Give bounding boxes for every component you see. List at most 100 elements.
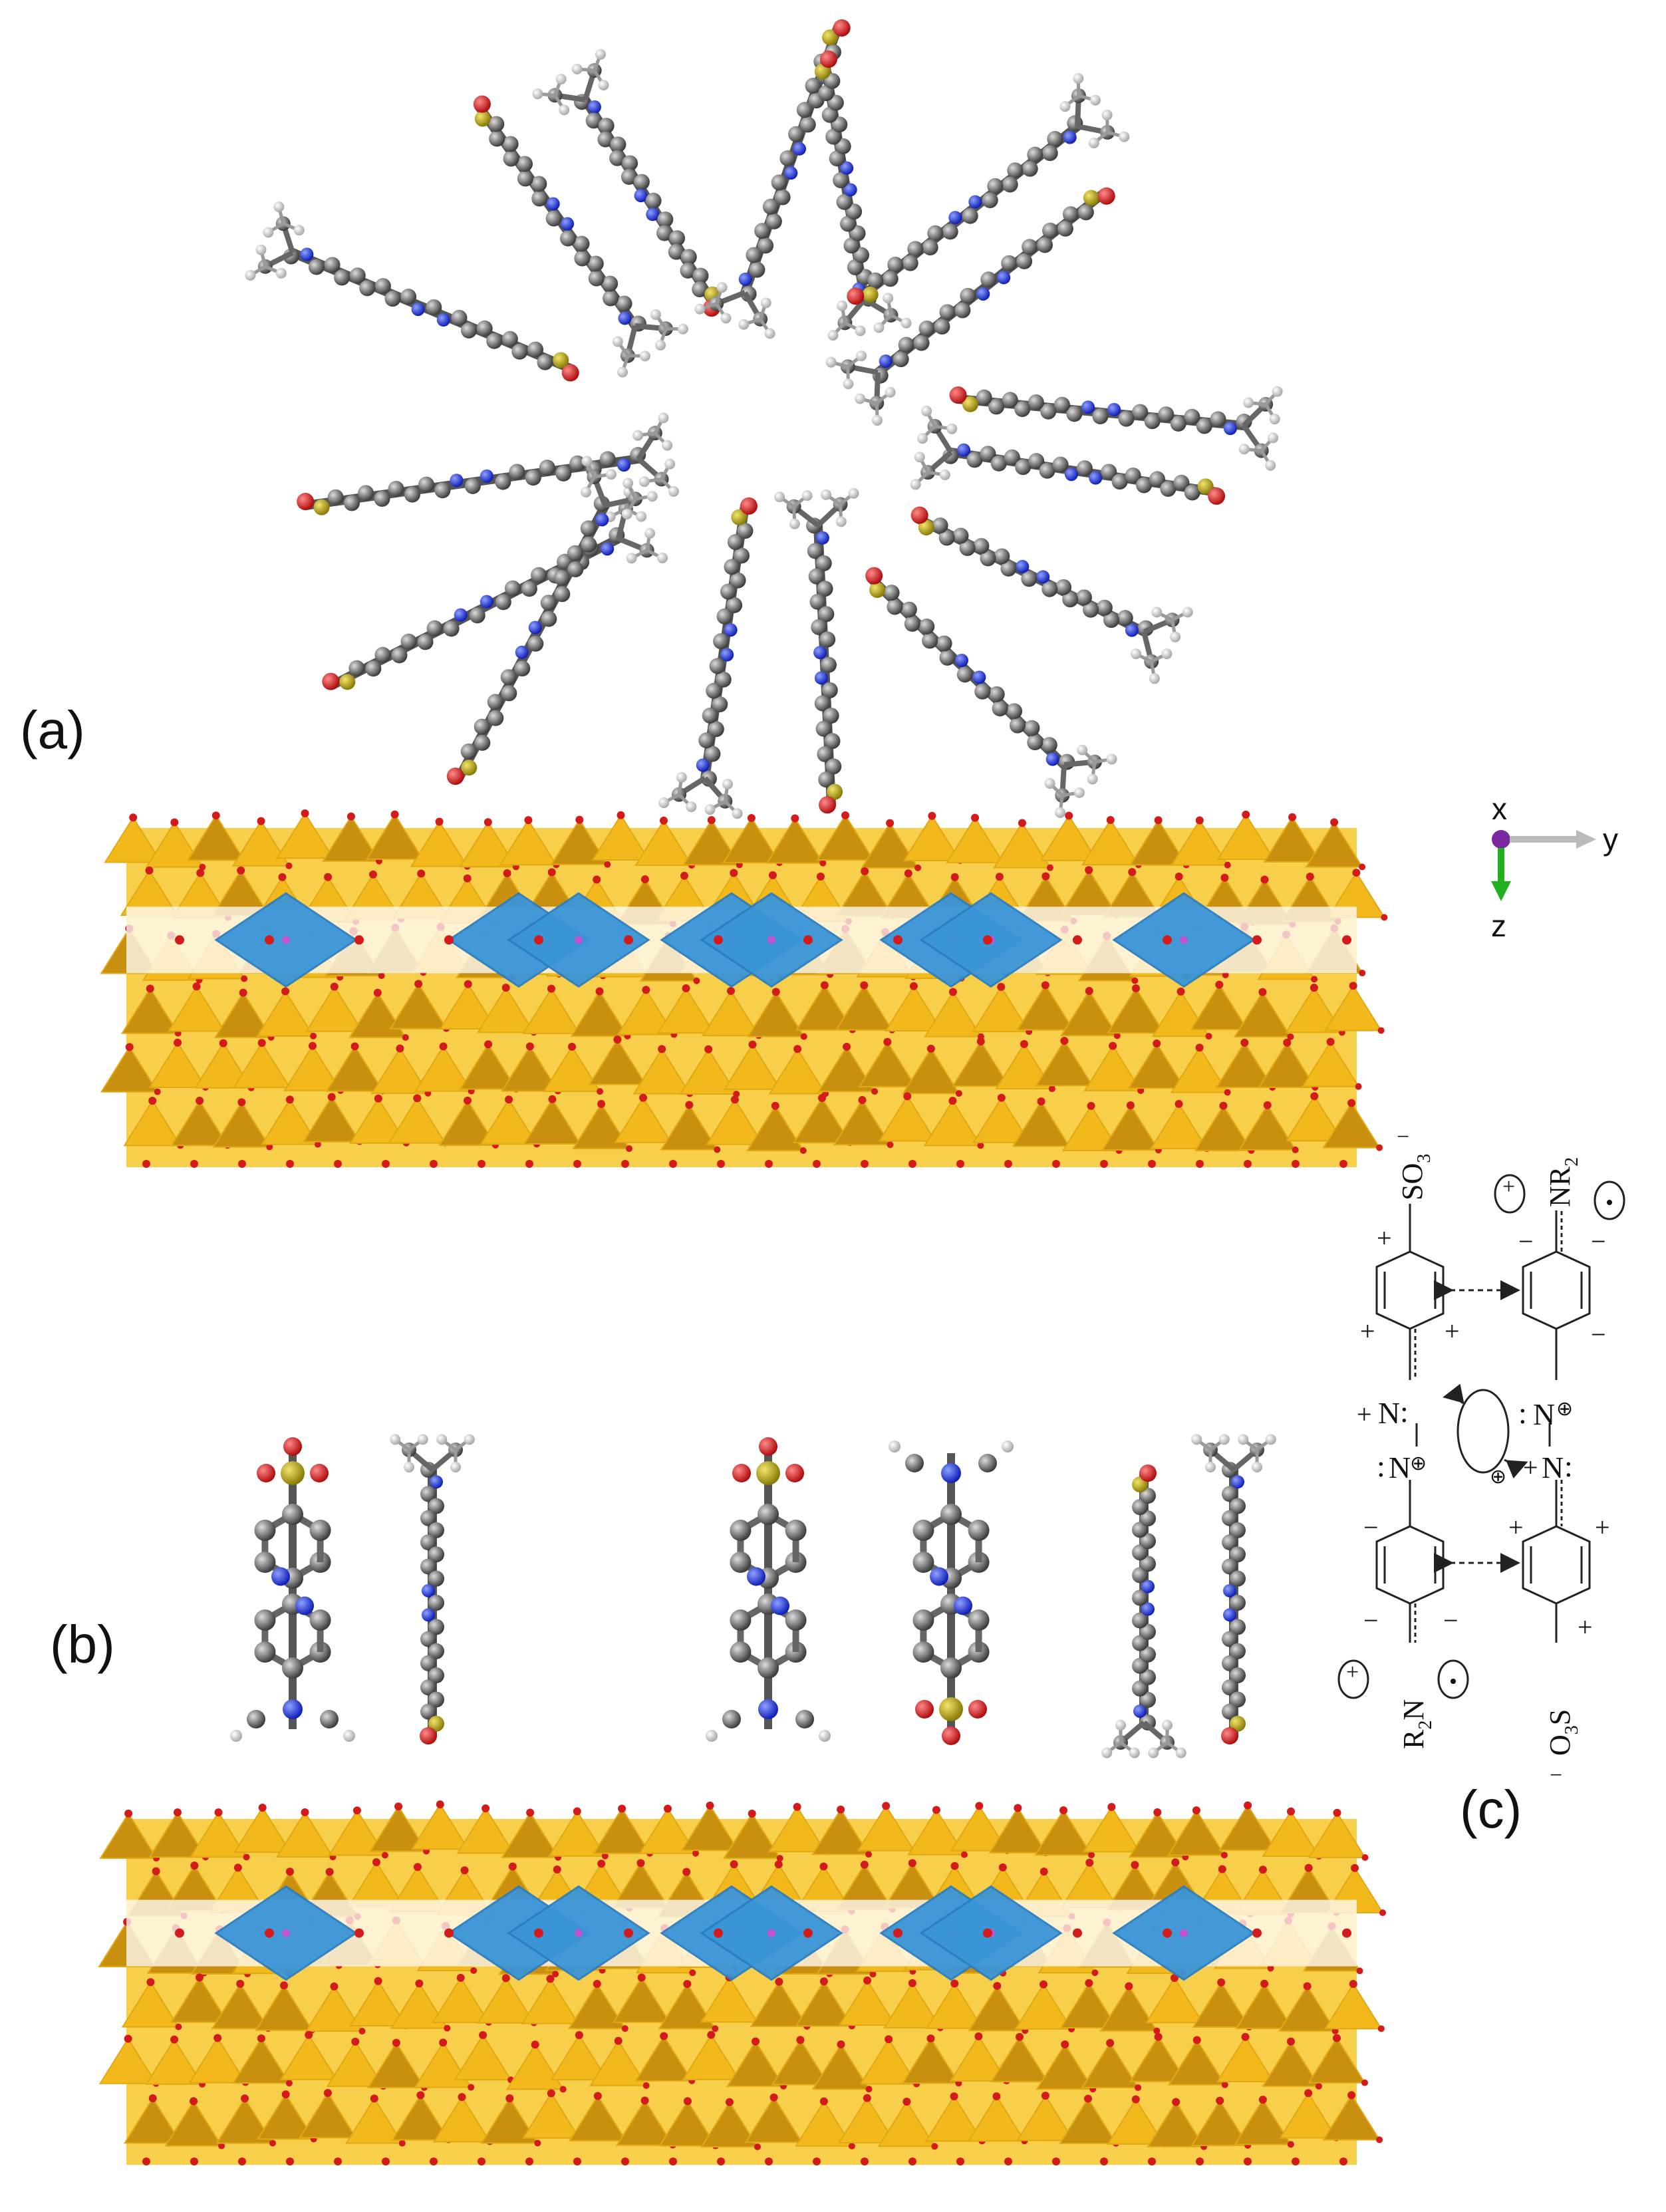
oxygen-atom [1085, 986, 1093, 995]
tetrahedron [634, 2034, 693, 2082]
oxygen-atom [1088, 1852, 1095, 1859]
carbon-atom [809, 593, 826, 610]
tetrahedron [923, 1099, 982, 1147]
oxygen-atom [819, 51, 837, 69]
tetrahedron [1127, 1042, 1186, 1089]
oxygen-atom [190, 1160, 198, 1168]
charge-minus: − [1363, 1512, 1379, 1542]
tetrahedron [391, 2094, 450, 2141]
carbon-atom [883, 585, 900, 601]
tetrahedron [480, 1098, 538, 1145]
carbon-atom [1041, 222, 1058, 239]
oxygen-atom [974, 2032, 983, 2040]
carbon-atom [359, 280, 376, 297]
tetrahedron [656, 987, 716, 1034]
hydrogen-atom [855, 325, 866, 337]
carbon-atom [428, 1667, 444, 1684]
carbon-atom [912, 1641, 934, 1663]
oxygen-atom [1004, 1160, 1012, 1168]
oxygen-atom [175, 935, 184, 945]
oxygen-atom [351, 2037, 360, 2046]
tetrahedron [1235, 1982, 1294, 2030]
oxygen-atom [1244, 1160, 1252, 1168]
oxygen-atom [950, 873, 959, 881]
oxygen-atom [861, 867, 869, 876]
carbon-atom [1037, 237, 1053, 253]
carbon-atom [727, 534, 744, 551]
tetrahedron [1035, 1039, 1094, 1087]
tetrahedron [572, 1102, 630, 1150]
carbon-atom [374, 491, 390, 507]
dye-molecule [825, 187, 1115, 426]
tetrahedron [99, 1812, 158, 1860]
oxygen-atom [154, 1088, 161, 1095]
oxygen-atom [768, 871, 777, 879]
oxygen-atom [803, 1928, 813, 1938]
carbon-atom [796, 102, 813, 118]
carbon-atom [932, 517, 948, 534]
oxygen-atom [416, 2091, 425, 2100]
carbon-atom [1004, 449, 1020, 466]
carbon-atom [254, 1520, 276, 1541]
dye-molecule [532, 49, 721, 317]
carbon-atom [420, 1534, 436, 1551]
azo-nitrogen: N [1389, 1451, 1411, 1484]
carbon-atom [1041, 145, 1058, 162]
tetrahedron [410, 820, 469, 867]
charge-plus: + [1360, 1316, 1375, 1346]
hydrogen-atom [738, 319, 750, 330]
carbon-atom [1075, 589, 1092, 606]
tetrahedron [349, 1097, 408, 1144]
carbon-atom [818, 85, 835, 102]
oxygen-atom [236, 1979, 245, 1988]
tetrahedron [523, 1097, 582, 1145]
carbon-atom [420, 1655, 436, 1671]
carbon-atom [708, 721, 724, 738]
oxygen-atom [1100, 2157, 1108, 2165]
tetrahedron [702, 990, 760, 1037]
carbon-atom [702, 707, 718, 724]
dye-molecule [446, 456, 658, 785]
tetrahedron [838, 1979, 897, 2026]
carbon-atom [1007, 162, 1024, 179]
carbon-atom [1173, 474, 1190, 491]
carbon-atom [771, 174, 787, 191]
carbon-atom [843, 237, 860, 254]
carbon-atom [391, 647, 408, 664]
oxygen-atom [669, 1160, 677, 1168]
tetrahedron [795, 984, 854, 1031]
carbon-atom [936, 635, 952, 652]
dye-molecule-ring [245, 19, 1283, 819]
oxygen-atom [837, 2040, 845, 2049]
oxygen-atom [325, 1867, 334, 1876]
sulfur-atom [827, 783, 843, 800]
oxygen-atom [1215, 980, 1224, 989]
oxygen-atom [1195, 816, 1204, 825]
sulfur-atom [281, 1461, 305, 1485]
oxygen-atom [265, 935, 274, 945]
carbon-atom [1125, 467, 1141, 484]
oxygen-atom [1258, 2096, 1267, 2104]
carbon-atom [487, 710, 504, 726]
carbon-atom [1170, 415, 1186, 432]
sulfur-atom [461, 760, 478, 776]
oxygen-atom [173, 1808, 182, 1817]
hydrogen-atom [825, 356, 837, 368]
nitrogen-atom [758, 1699, 778, 1719]
oxygen-atom [358, 2028, 366, 2035]
nitrogen-atom [618, 311, 632, 325]
oxygen-atom [1258, 1866, 1267, 1874]
oxygen-atom [1109, 1041, 1117, 1050]
tetrahedron [522, 987, 581, 1034]
oxygen-atom [1148, 1160, 1156, 1168]
oxygen-atom [997, 1093, 1006, 1102]
carbon-atom [428, 1498, 444, 1514]
oxygen-atom [373, 988, 382, 997]
tetrahedron [1083, 1044, 1142, 1091]
carbon-atom [1184, 408, 1200, 425]
sulfur-atom [1083, 190, 1099, 206]
oxygen-atom [819, 859, 827, 867]
oxygen-atom [861, 1160, 869, 1168]
metal-atom [575, 936, 583, 944]
carbon-atom [400, 633, 417, 650]
